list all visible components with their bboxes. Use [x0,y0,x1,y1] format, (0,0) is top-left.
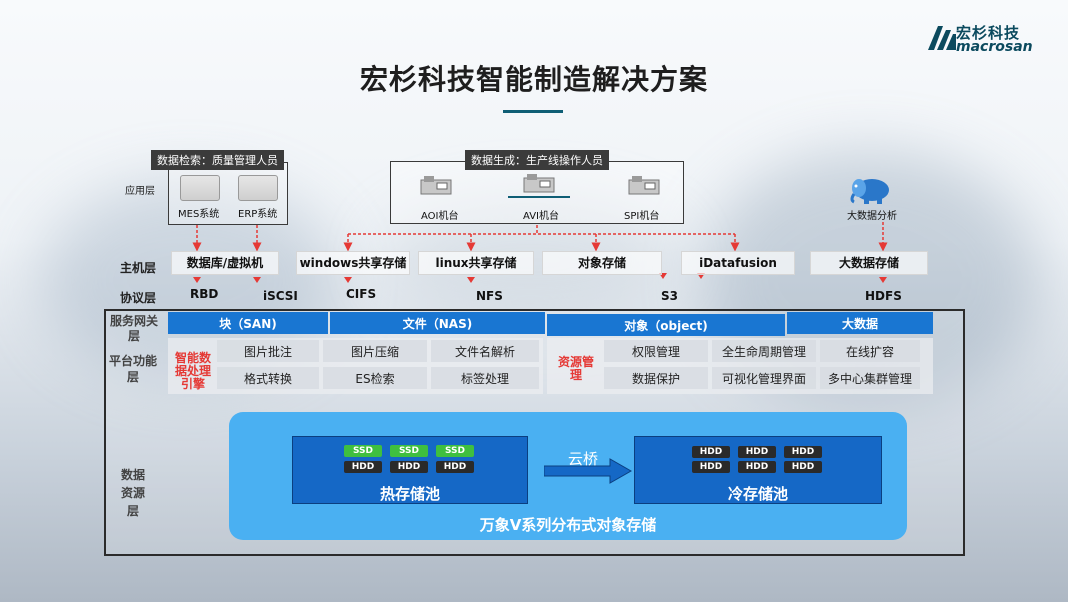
layer-label-app: 应用层 [125,186,155,197]
quality-group-tag: 数据检索：质量管理人员 [151,150,284,170]
erp-system-icon [238,175,278,201]
app-label-bigdata: 大数据分析 [847,211,897,222]
hdd-disk: HDD [344,461,382,473]
app-label-aoi: AOI机台 [421,211,459,222]
brand-logo: 宏杉科技 macrosan [926,20,1056,56]
host-object-storage: 对象存储 [542,251,662,275]
smart-data-engine-label: 智能数据处理引擎 [174,351,211,391]
host-bigdata-storage: 大数据存储 [810,251,928,275]
func-image-annotation: 图片批注 [217,340,319,362]
protocol-s3: S3 [661,289,678,303]
hot-ssd-row: SSD SSD SSD [344,445,474,457]
func-data-protection: 数据保护 [604,367,708,389]
app-label-spi: SPI机台 [624,211,660,222]
ssd-disk: SSD [344,445,382,457]
func-format-conversion: 格式转换 [217,367,319,389]
func-multi-center-cluster: 多中心集群管理 [820,367,920,389]
gateway-bigdata: 大数据 [787,312,933,334]
app-label-avi: AVI机台 [523,211,559,222]
macrosan-logo-icon [928,26,956,50]
protocol-cifs: CIFS [346,287,377,301]
protocol-hdfs: HDFS [865,289,902,303]
logo-cn-text: 宏杉科技 [956,24,1021,42]
hdd-disk: HDD [436,461,474,473]
cold-pool-label: 冷存储池 [727,485,788,503]
hdd-disk: HDD [738,461,776,473]
title-underline [503,110,563,113]
ssd-disk: SSD [390,445,428,457]
avi-machine-icon [523,174,555,193]
gateway-object: 对象（object) [547,314,785,336]
gateway-file-nas: 文件（NAS) [330,312,545,334]
hadoop-elephant-icon [850,179,889,204]
func-tag-processing: 标签处理 [431,367,539,389]
page-title: 宏杉科技智能制造解决方案 [359,63,708,96]
ssd-disk: SSD [436,445,474,457]
app-label-mes: MES系统 [178,209,220,220]
hdd-disk: HDD [738,446,776,458]
host-idatafusion: iDatafusion [681,251,795,275]
storage-product-label: 万象V系列分布式对象存储 [479,516,657,534]
protocol-rbd: RBD [190,287,219,301]
func-online-expansion: 在线扩容 [820,340,920,362]
func-lifecycle-management: 全生命周期管理 [712,340,816,362]
gateway-block-san: 块（SAN) [168,312,328,334]
cloud-bridge-arrow-icon [544,458,632,484]
aoi-machine-icon [420,176,452,195]
spi-machine-icon [628,176,660,195]
cold-hdd-row-2: HDD HDD HDD [692,461,822,473]
logo-en-text: macrosan [956,39,1033,55]
hdd-disk: HDD [692,446,730,458]
host-database-vm: 数据库/虚拟机 [171,251,279,275]
func-visual-management-ui: 可视化管理界面 [712,367,816,389]
mes-system-icon [180,175,220,201]
avi-highlight-rule [508,196,570,198]
host-linux-share: linux共享存储 [418,251,534,275]
cloud-bridge-label: 云桥 [568,450,599,468]
func-filename-parsing: 文件名解析 [431,340,539,362]
host-windows-share: windows共享存储 [296,251,410,275]
hdd-disk: HDD [784,461,822,473]
layer-label-protocol: 协议层 [120,291,157,305]
production-group-tag: 数据生成：生产线操作人员 [465,150,609,170]
layer-label-host: 主机层 [120,261,157,275]
func-image-compression: 图片压缩 [323,340,427,362]
hot-pool-label: 热存储池 [379,485,440,503]
cold-hdd-row-1: HDD HDD HDD [692,446,822,458]
func-es-search: ES检索 [323,367,427,389]
hot-hdd-row: HDD HDD HDD [344,461,474,473]
hdd-disk: HDD [390,461,428,473]
protocol-nfs: NFS [476,289,503,303]
func-permission-management: 权限管理 [604,340,708,362]
resource-management-label: 资源管理 [557,355,594,382]
hdd-disk: HDD [784,446,822,458]
layer-label-platform: 平台功能层 [108,354,157,384]
protocol-iscsi: iSCSI [263,289,298,303]
layer-label-data: 数据资源层 [120,468,145,518]
hdd-disk: HDD [692,461,730,473]
app-label-erp: ERP系统 [238,209,278,220]
layer-label-gateway: 服务网关层 [109,314,158,343]
